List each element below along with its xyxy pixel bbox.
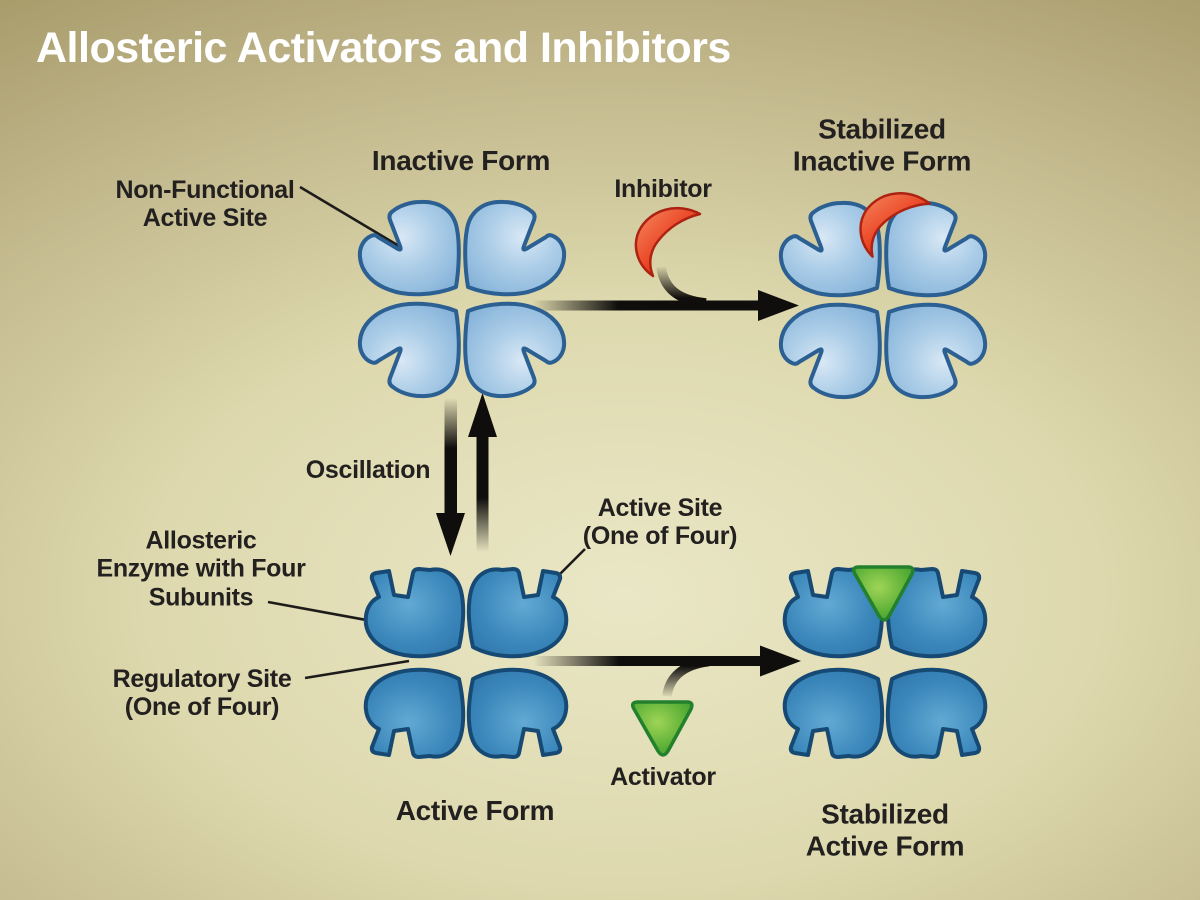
leader-lines: [267, 185, 586, 680]
inactive-enzyme: [357, 199, 567, 399]
label-stabilized-inactive-form: Stabilized Inactive Form: [792, 113, 972, 176]
enzyme-subunit: [885, 667, 988, 759]
enzyme-subunit: [357, 199, 461, 297]
reaction-arrow-activator: [533, 645, 801, 677]
stabilized-active-enzyme: [782, 565, 988, 759]
enzyme-subunit: [884, 200, 988, 298]
enzyme-subunit: [466, 567, 569, 659]
label-stabilized-active-form: Stabilized Active Form: [805, 798, 965, 861]
label-inhibitor: Inhibitor: [614, 174, 712, 203]
label-active-site: Active Site (One of Four): [582, 493, 738, 550]
label-activator: Activator: [610, 762, 716, 791]
branch-curve-inhibitor: [656, 266, 707, 308]
label-oscillation: Oscillation: [305, 455, 431, 484]
oscillation-down-arrow: [436, 398, 465, 556]
stabilized-inactive-enzyme: [778, 185, 988, 400]
label-inactive-form: Inactive Form: [371, 145, 551, 177]
enzyme-subunit: [884, 302, 988, 400]
page-title: Allosteric Activators and Inhibitors: [36, 24, 731, 72]
leader-line-regulatory-site: [304, 659, 410, 680]
enzyme-subunit: [463, 199, 567, 297]
branch-curve-activator: [662, 656, 710, 697]
oscillation-up-arrow: [468, 393, 497, 552]
label-allosteric-enzyme: Allosteric Enzyme with Four Subunits: [96, 526, 306, 612]
leader-line-non-functional-site: [299, 185, 400, 248]
activator-triangle-icon: [630, 700, 694, 757]
enzyme-subunit: [363, 667, 466, 759]
enzyme-subunit: [357, 301, 461, 399]
enzyme-subunit: [466, 667, 569, 759]
reaction-arrow-inhibitor: [532, 290, 799, 321]
enzyme-subunit: [782, 667, 885, 759]
label-non-functional-active-site: Non-Functional Active Site: [115, 175, 295, 232]
enzyme-subunit: [778, 302, 882, 400]
enzyme-subunit: [463, 301, 567, 399]
label-regulatory-site: Regulatory Site (One of Four): [112, 664, 292, 721]
inhibitor-crescent-icon: [634, 206, 702, 278]
label-active-form: Active Form: [395, 795, 555, 827]
enzyme-subunit: [363, 567, 466, 659]
